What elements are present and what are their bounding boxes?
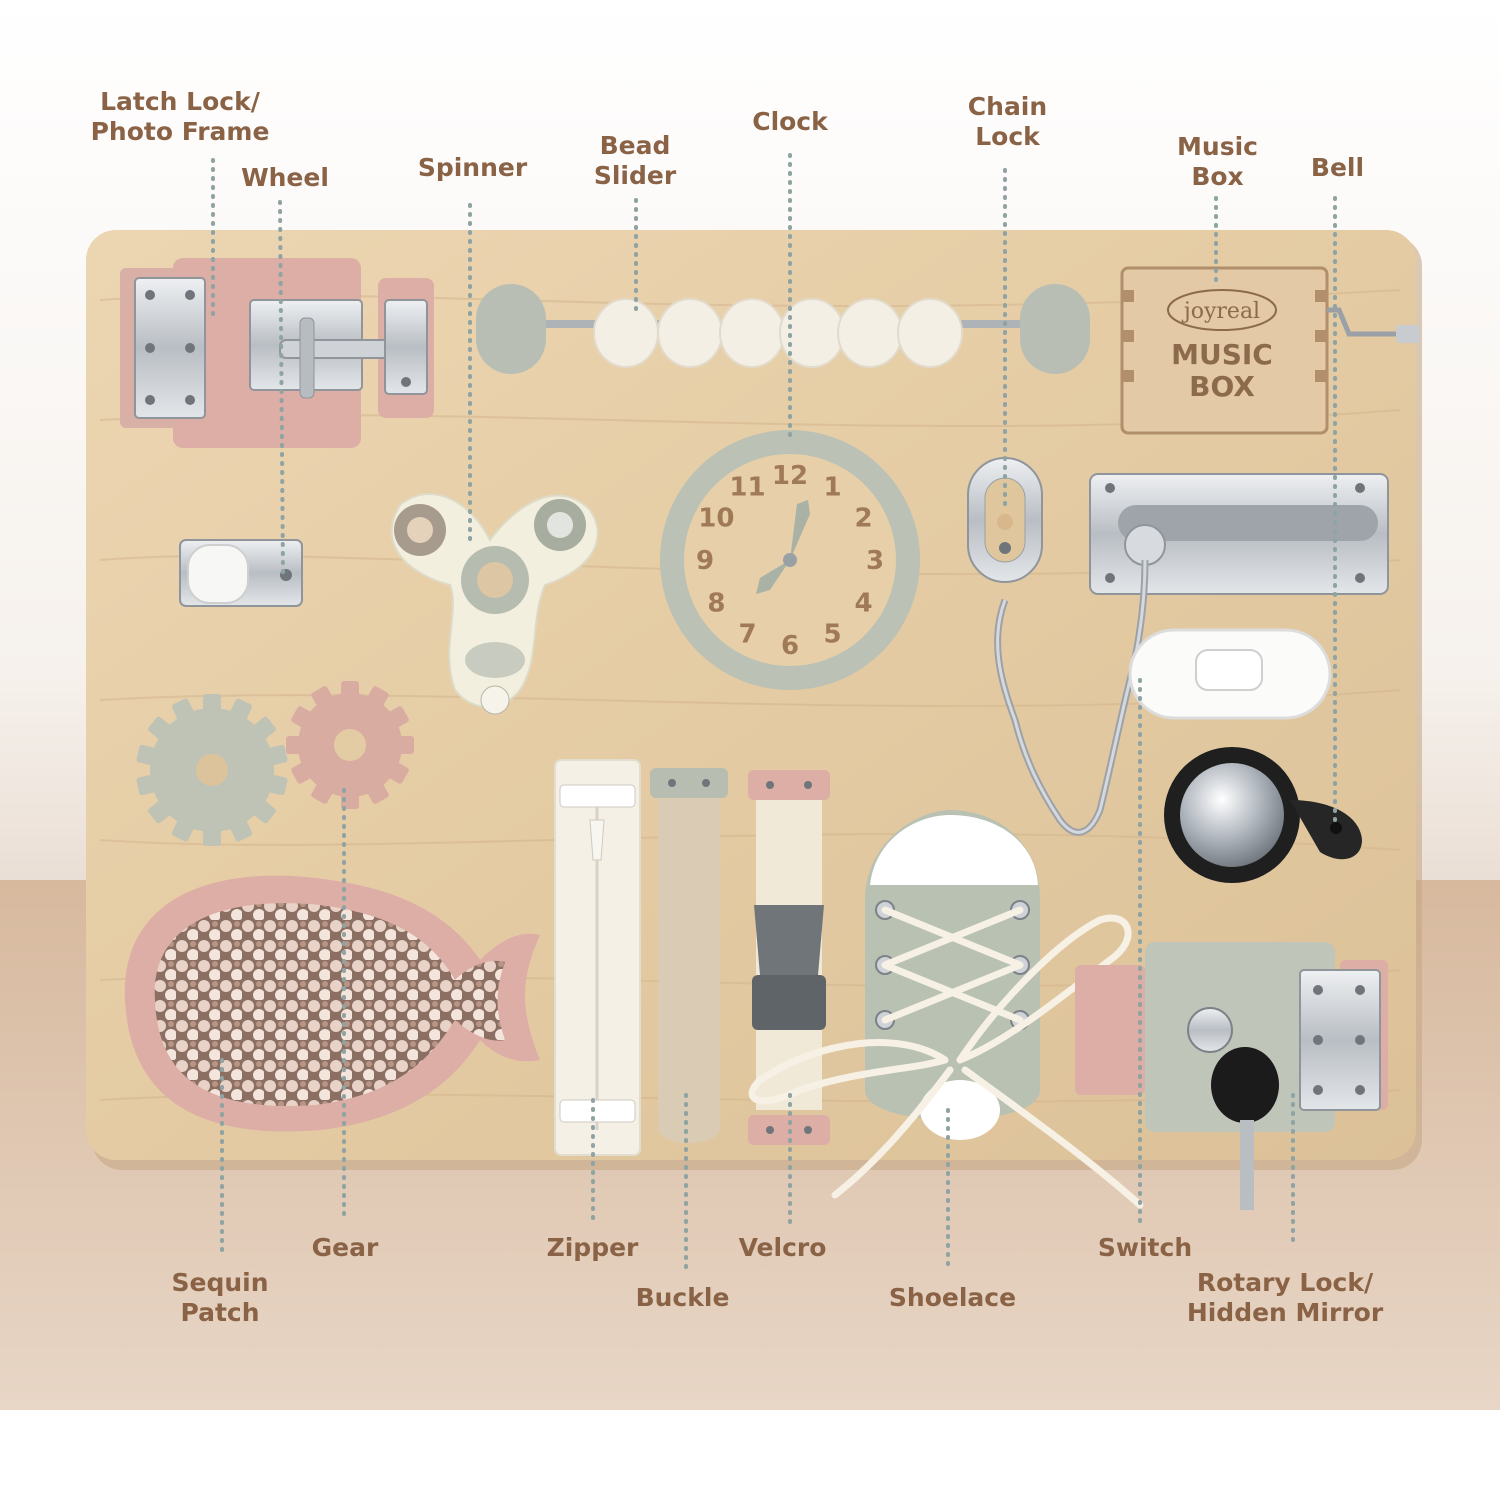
gear-tooth — [261, 744, 288, 767]
clock-numeral: 2 — [855, 504, 873, 534]
clock-numeral: 3 — [866, 546, 884, 576]
bead-slider[interactable] — [476, 284, 1090, 374]
gear-tooth — [248, 796, 276, 824]
label-chain-lock: Chain Lock — [967, 92, 1048, 151]
leader-lines — [211, 153, 1337, 1277]
gear-tooth — [311, 686, 336, 713]
gear-tooth — [227, 698, 253, 727]
label-zipper: Zipper — [546, 1233, 639, 1262]
gear-tooth — [364, 686, 389, 713]
caster-wheel[interactable] — [179, 539, 303, 607]
buckle-clip[interactable] — [754, 905, 824, 975]
label-velcro: Velcro — [738, 1233, 827, 1262]
clock-numeral: 5 — [823, 620, 841, 650]
clock-numeral: 11 — [729, 472, 765, 502]
bicycle-bell[interactable] — [1164, 747, 1362, 883]
buckle-strap[interactable] — [748, 770, 830, 1145]
latch-lock[interactable] — [120, 258, 434, 448]
fidget-spinner[interactable] — [390, 493, 599, 715]
label-bell: Bell — [1310, 153, 1365, 182]
label-music-box: Music Box — [1177, 132, 1258, 191]
rocker-switch[interactable] — [1128, 628, 1332, 720]
key[interactable] — [1211, 1047, 1279, 1123]
music-box-crank[interactable] — [1327, 307, 1401, 337]
label-latch-lock: Latch Lock/ Photo Frame — [90, 87, 270, 146]
gear-tooth — [291, 706, 318, 731]
gear-tooth — [392, 736, 414, 754]
gear-tooth — [311, 777, 336, 804]
music-box-line2: BOX — [1189, 370, 1255, 403]
zipper[interactable] — [554, 759, 641, 1156]
gear-tooth — [227, 813, 253, 842]
gear-tooth — [291, 759, 318, 784]
gear-tooth — [382, 759, 409, 784]
label-wheel: Wheel — [241, 163, 329, 192]
label-switch: Switch — [1097, 1233, 1193, 1262]
zipper-pull[interactable] — [589, 819, 605, 861]
gear-tooth — [248, 716, 276, 744]
clock-hour-hand[interactable] — [756, 560, 790, 594]
clock-numeral: 9 — [696, 546, 714, 576]
gear-tooth — [341, 787, 359, 809]
gear-tooth — [261, 773, 288, 796]
music-box-logo: joyreal — [1181, 299, 1260, 324]
clock-numeral: 8 — [707, 589, 725, 619]
gear-tooth — [171, 813, 197, 842]
bottom-margin — [0, 1410, 1500, 1500]
gear-tooth — [136, 773, 163, 796]
gear-left[interactable] — [136, 694, 288, 846]
label-sequin-patch: Sequin Patch — [171, 1268, 269, 1327]
label-bead-slider: Bead Slider — [593, 131, 677, 190]
label-shoelace: Shoelace — [888, 1283, 1017, 1312]
clock-numeral: 1 — [823, 472, 841, 502]
gear-tooth — [341, 681, 359, 703]
clock-numeral: 7 — [738, 620, 756, 650]
velcro-strap[interactable] — [650, 768, 728, 1143]
gear-tooth — [203, 822, 221, 846]
gear-tooth — [286, 736, 308, 754]
gear-tooth — [171, 698, 197, 727]
leader-wheel — [278, 200, 285, 577]
rotary-lock[interactable] — [1075, 942, 1388, 1210]
music-box-line1: MUSIC — [1171, 338, 1273, 371]
clock-numeral: 10 — [698, 504, 734, 534]
gear-tooth — [148, 716, 176, 744]
gear-tooth — [203, 694, 221, 718]
label-gear: Gear — [311, 1233, 379, 1262]
label-spinner: Spinner — [417, 153, 528, 182]
music-box[interactable]: joyreal MUSIC BOX — [1120, 266, 1420, 435]
label-buckle: Buckle — [635, 1283, 730, 1312]
label-rotary-lock: Rotary Lock/ Hidden Mirror — [1186, 1268, 1384, 1327]
gear-tooth — [382, 706, 409, 731]
clock-minute-hand[interactable] — [790, 500, 810, 560]
clock-numeral: 4 — [855, 589, 873, 619]
spinner-bell — [480, 685, 510, 715]
label-clock: Clock — [752, 107, 828, 136]
shoelace-cord[interactable] — [748, 906, 1144, 1209]
shoelace-shoe[interactable] — [748, 810, 1144, 1209]
gear-tooth — [364, 777, 389, 804]
gear-right[interactable] — [286, 681, 414, 809]
clock-numeral: 12 — [772, 461, 808, 491]
gear-tooth — [136, 744, 163, 767]
clock-numeral: 6 — [781, 631, 799, 661]
sequin-patch[interactable] — [124, 875, 541, 1132]
gear-tooth — [148, 796, 176, 824]
